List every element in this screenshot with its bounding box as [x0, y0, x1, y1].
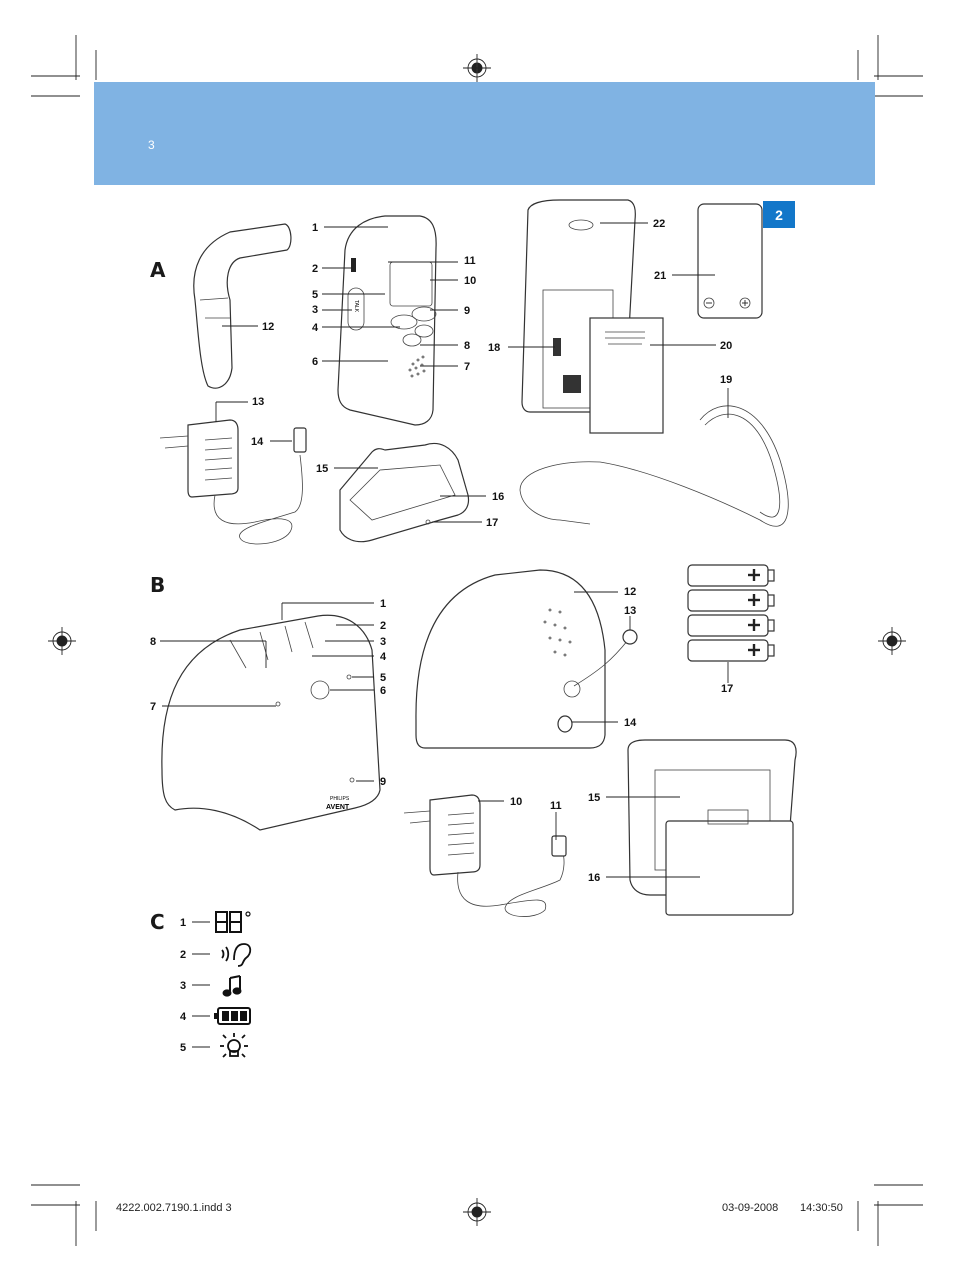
- callout-b-17: 17: [721, 683, 733, 695]
- callout-a-22: 22: [653, 218, 665, 230]
- callout-a-18: 18: [488, 342, 500, 354]
- language-tab: 2: [763, 201, 795, 228]
- callout-a-4: 4: [312, 322, 319, 334]
- music-note-icon: [222, 975, 242, 997]
- baby-unit-front-illustration: PHILIPS AVENT: [161, 614, 381, 831]
- callout-a-11: 11: [464, 255, 476, 267]
- callout-b-13: 13: [624, 605, 636, 617]
- callout-b-3: 3: [380, 636, 386, 648]
- callout-b-4: 4: [380, 651, 387, 663]
- belt-clip-illustration: [193, 223, 292, 389]
- callout-a-9: 9: [464, 305, 470, 317]
- callout-a-15: 15: [316, 463, 328, 475]
- callout-a-7: 7: [464, 361, 470, 373]
- section-a-label: A: [150, 258, 166, 282]
- legend-num-1: 1: [180, 917, 186, 929]
- callout-numbers-a: 1 2 3 4 5 6 7 8 9 10 11 12 13 14 15 16 1…: [251, 218, 732, 529]
- callout-a-5: 5: [312, 289, 318, 301]
- callout-a-12: 12: [262, 321, 274, 333]
- battery-compartment-illustration: [627, 739, 797, 916]
- talk-label: TALK: [353, 300, 359, 313]
- registration-mark-bottom: [463, 1198, 491, 1226]
- callout-a-14: 14: [251, 436, 264, 448]
- battery-icon: [214, 1007, 251, 1025]
- callout-b-1: 1: [380, 598, 386, 610]
- battery-pack-illustration: [589, 317, 664, 434]
- callout-b-6: 6: [380, 685, 386, 697]
- legend-num-5: 5: [180, 1042, 186, 1054]
- callout-a-19: 19: [720, 374, 732, 386]
- temperature-display-icon: [215, 911, 251, 933]
- callout-b-14: 14: [624, 717, 637, 729]
- callout-lines-b: [160, 591, 729, 878]
- callout-a-13: 13: [252, 396, 264, 408]
- legend-num-4: 4: [180, 1011, 187, 1023]
- callout-b-12: 12: [624, 586, 636, 598]
- legend-num-2: 2: [180, 949, 186, 961]
- callout-b-11: 11: [550, 800, 562, 812]
- callout-b-8: 8: [150, 636, 156, 648]
- legend-num-3: 3: [180, 980, 186, 992]
- registration-mark-right: [878, 627, 906, 655]
- callout-a-2: 2: [312, 263, 318, 275]
- footer-date: 03-09-2008: [722, 1202, 779, 1214]
- battery-compartment-label-illustration: [697, 203, 763, 319]
- callout-b-7: 7: [150, 701, 156, 713]
- page-number: 3: [148, 138, 155, 152]
- callout-b-16: 16: [588, 872, 600, 884]
- callout-b-15: 15: [588, 792, 600, 804]
- crop-marks: [31, 35, 923, 1246]
- callout-a-1: 1: [312, 222, 318, 234]
- callout-a-10: 10: [464, 275, 476, 287]
- brand-label: PHILIPS: [330, 796, 350, 802]
- callout-a-21: 21: [654, 270, 666, 282]
- callout-numbers-b: 1 2 3 4 5 6 7 8 9 10 11 12 13 14 15 16 1…: [150, 586, 733, 884]
- baby-unit-back-illustration: [415, 569, 638, 749]
- footer-filename: 4222.002.7190.1.indd 3: [116, 1202, 232, 1214]
- callout-lines-a: [215, 222, 729, 523]
- nightlight-bulb-icon: [220, 1033, 248, 1058]
- callout-a-8: 8: [464, 340, 470, 352]
- section-b-label: B: [150, 573, 166, 597]
- power-adapter-a-illustration: [159, 419, 307, 545]
- callout-b-9: 9: [380, 776, 386, 788]
- callout-a-3: 3: [312, 304, 318, 316]
- aa-batteries-illustration: [687, 564, 775, 662]
- neck-cord-illustration: [519, 405, 789, 527]
- callout-b-10: 10: [510, 796, 522, 808]
- parent-unit-illustration: TALK: [337, 215, 437, 426]
- charger-illustration: [339, 442, 470, 543]
- power-adapter-b-illustration: [403, 794, 567, 917]
- legend-c: 1 2 3 4 5: [180, 911, 252, 1058]
- registration-mark-top: [463, 54, 491, 82]
- callout-a-20: 20: [720, 340, 732, 352]
- callout-a-6: 6: [312, 356, 318, 368]
- callout-b-5: 5: [380, 672, 386, 684]
- callout-b-2: 2: [380, 620, 386, 632]
- brand-logo-text: AVENT: [326, 804, 350, 811]
- sound-ear-icon: [221, 943, 252, 967]
- footer-time: 14:30:50: [800, 1202, 843, 1214]
- callout-a-16: 16: [492, 491, 504, 503]
- registration-mark-left: [48, 627, 76, 655]
- header-band: [94, 82, 875, 185]
- section-c-label: C: [150, 910, 165, 934]
- callout-a-17: 17: [486, 517, 498, 529]
